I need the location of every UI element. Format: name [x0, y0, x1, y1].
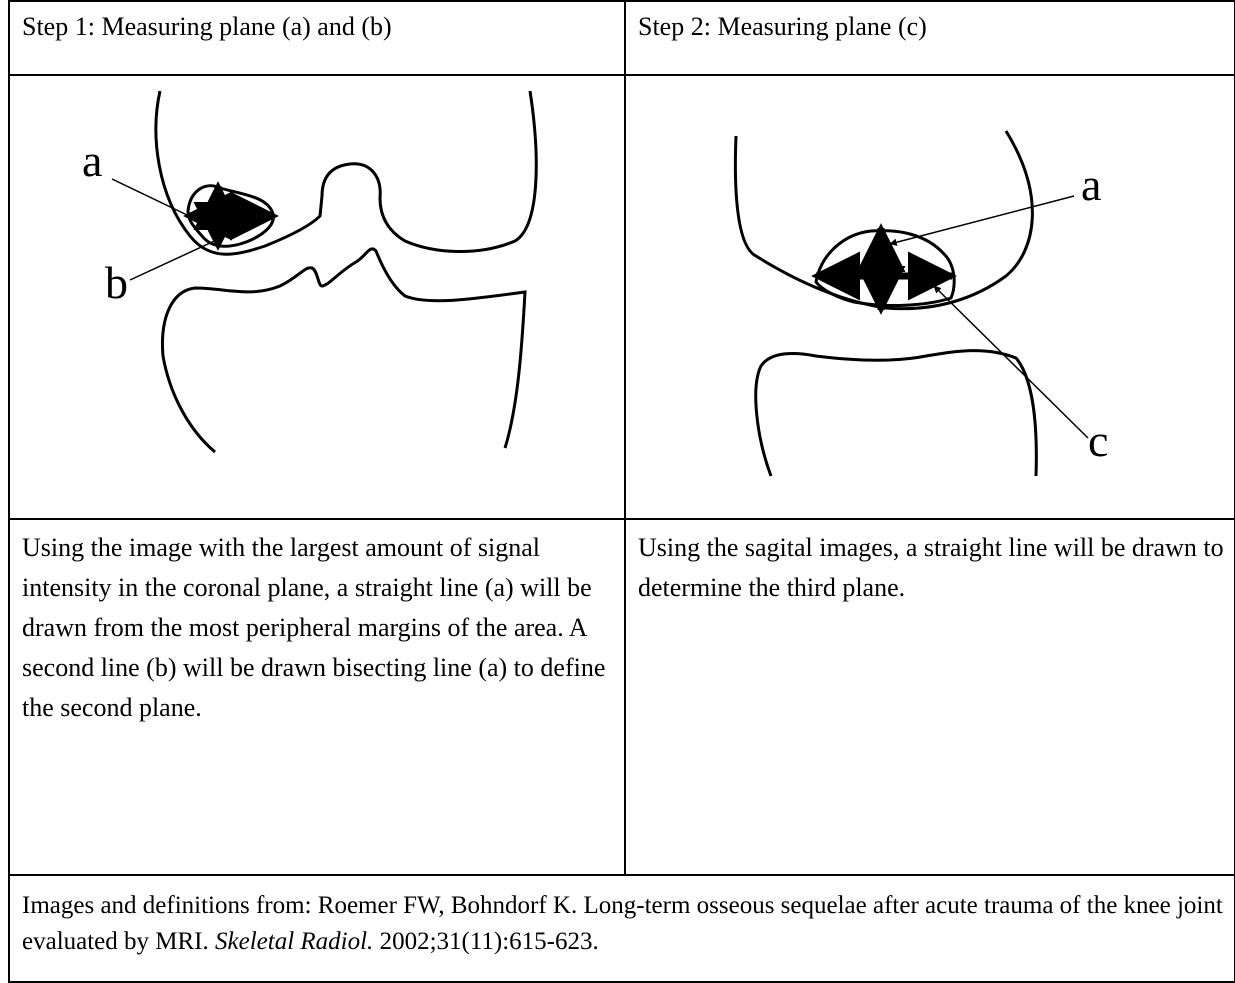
tibia-outline	[162, 249, 525, 452]
step2-description: Using the sagital images, a straight lin…	[638, 533, 1224, 602]
step1-header-cell: Step 1: Measuring plane (a) and (b)	[8, 0, 624, 74]
reference-journal: Skeletal Radiol.	[215, 928, 373, 955]
tibial-plateau-outline	[756, 351, 1037, 476]
step1-figure-cell: a b	[8, 74, 624, 518]
step1-header: Step 1: Measuring plane (a) and (b)	[22, 12, 392, 41]
label-a: a	[1081, 159, 1101, 210]
step2-description-cell: Using the sagital images, a straight lin…	[624, 518, 1235, 874]
reference-prefix: Images and definitions from: Roemer FW, …	[22, 892, 1223, 955]
coronal-knee-diagram: a b	[10, 76, 622, 516]
sagittal-knee-diagram: a c	[626, 76, 1234, 516]
label-b: b	[105, 257, 128, 308]
femur-outline	[156, 91, 536, 254]
reference-cell: Images and definitions from: Roemer FW, …	[8, 874, 1235, 983]
label-c: c	[1088, 415, 1108, 466]
step2-header-cell: Step 2: Measuring plane (c)	[624, 0, 1235, 74]
leader-a	[890, 196, 1074, 244]
label-a: a	[82, 135, 102, 186]
leader-c	[934, 286, 1088, 438]
step2-figure-cell: a c	[624, 74, 1235, 518]
small-diagonal-arrow	[224, 224, 256, 234]
definition-table: Step 1: Measuring plane (a) and (b) Step…	[8, 0, 1235, 983]
step1-description-cell: Using the image with the largest amount …	[8, 518, 624, 874]
step2-header: Step 2: Measuring plane (c)	[638, 12, 927, 41]
reference-suffix: 2002;31(11):615-623.	[373, 928, 598, 955]
leader-b	[130, 231, 236, 280]
leader-a	[112, 179, 210, 226]
step1-description: Using the image with the largest amount …	[22, 533, 605, 722]
